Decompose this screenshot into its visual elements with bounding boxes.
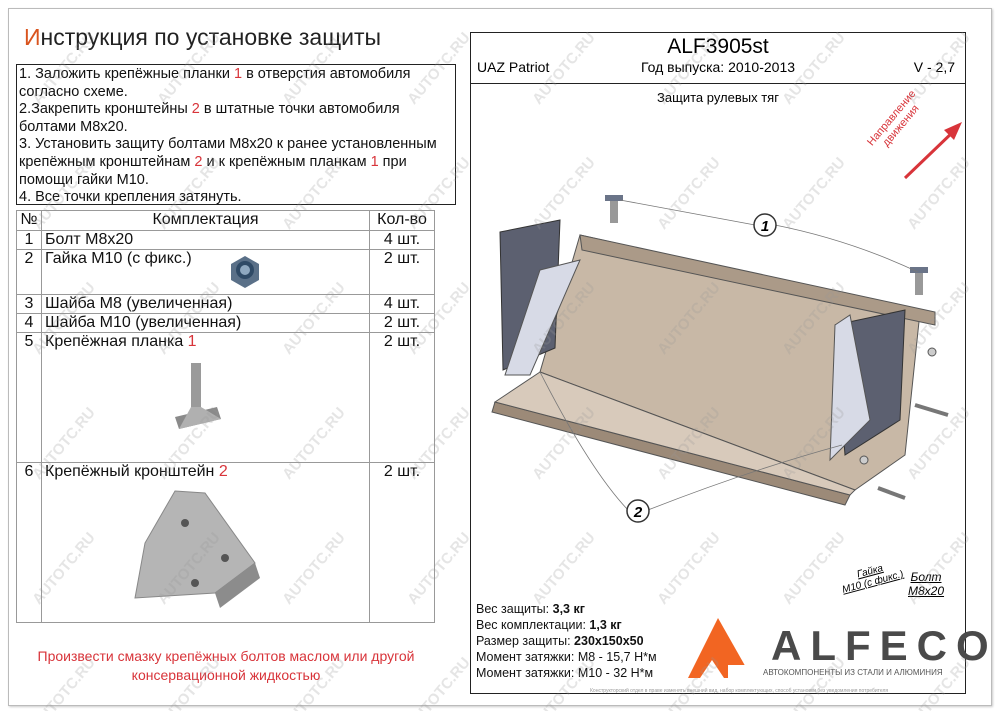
mounting-plates (605, 195, 928, 295)
step-text: при помощи гайки М10. (19, 153, 407, 188)
product-code: ALF3905st (667, 35, 769, 58)
logo-tagline: АВТОКОМПОНЕНТЫ ИЗ СТАЛИ И АЛЮМИНИЯ (763, 668, 943, 677)
row-name: Крепёжная планка (45, 333, 188, 350)
spec-kit-weight: Вес комплектации: 1,3 кг (476, 617, 657, 633)
spec-label: Вес защиты: (476, 602, 553, 616)
mounting-plate-image (175, 363, 221, 429)
spec-label: Размер защиты: (476, 634, 575, 648)
spec-value: 230х150х50 (574, 634, 644, 648)
step-text: и к крепёжным планкам (202, 153, 371, 170)
step-text: 1. Заложить крепёжные планки (19, 66, 234, 82)
ref-number: 2 (194, 153, 203, 170)
title-text: нструкция по установке защиты (40, 24, 382, 50)
row-qty: 2 шт. (369, 249, 435, 295)
bolts (859, 347, 949, 500)
row-name: Шайба М8 (увеличенная) (41, 294, 370, 314)
ref-number: 1 (187, 333, 197, 350)
row-name-cell: Гайка М10 (с фикс.) (41, 249, 370, 295)
title-initial: И (24, 24, 41, 50)
row-name: Гайка М10 (с фикс.) (45, 250, 192, 267)
bracket-image (134, 490, 260, 608)
specs-list: Вес защиты: 3,3 кг Вес комплектации: 1,3… (476, 601, 657, 681)
callout-2: 2 (626, 499, 650, 523)
row-qty: 2 шт. (369, 313, 435, 333)
spec-label: Вес комплектации: (476, 618, 590, 632)
spec-size: Размер защиты: 230х150х50 (476, 633, 657, 649)
step-text: 2.Закрепить кронштейны (19, 101, 192, 118)
spec-value: 3,3 кг (552, 602, 585, 616)
alfeco-logo: ALFECO (771, 622, 998, 669)
row-name: Крепёжный кронштейн (45, 463, 219, 480)
callout-number: 2 (633, 504, 643, 521)
callout-number: 1 (761, 218, 769, 235)
ref-number: 2 (218, 463, 228, 480)
skid-plate (491, 234, 936, 506)
col-name: Комплектация (41, 210, 370, 231)
spec-value: М8 - 15,7 Н*м (577, 650, 657, 664)
bracket-right (829, 309, 906, 462)
instruction-step: 4. Все точки крепления затянуть. (19, 189, 453, 207)
spec-value: 1,3 кг (589, 618, 622, 632)
ref-number: 1 (233, 66, 243, 82)
row-qty: 2 шт. (369, 462, 435, 623)
spec-torque-m10: Момент затяжки: М10 - 32 Н*м (476, 665, 657, 681)
fine-print: Конструкторский отдел в праве изменять в… (590, 688, 889, 694)
bracket-left (499, 219, 581, 376)
row-name-cell: Крепёжная планка 1 (41, 332, 370, 463)
page-title: Инструкция по установке защиты (24, 24, 381, 51)
callout-leaders (539, 199, 919, 511)
step-text: в штатные точки автомобиля болтами М8х20… (19, 101, 400, 135)
drawing-subtitle: Защита рулевых тяг (657, 90, 779, 105)
row-name: Шайба М10 (увеличенная) (41, 313, 370, 333)
spec-label: Момент затяжки: (476, 666, 578, 680)
instruction-step: 2.Закрепить кронштейны 2 в штатные точки… (19, 101, 453, 136)
row-name-cell: Крепёжный кронштейн 2 (41, 462, 370, 623)
callout-1: 1 (753, 213, 777, 237)
row-qty: 2 шт. (369, 332, 435, 463)
instruction-step: 1. Заложить крепёжные планки 1 в отверст… (19, 66, 453, 101)
direction-arrow (903, 122, 962, 180)
ref-number: 2 (191, 101, 200, 118)
page-frame (8, 8, 992, 706)
spec-torque-m8: Момент затяжки: М8 - 15,7 Н*м (476, 649, 657, 665)
note-text: Болт (910, 570, 942, 584)
ref-number: 1 (370, 153, 379, 170)
drawing-header: ALF3905st UAZ Patriot Год выпуска: 2010-… (471, 33, 965, 84)
alfeco-logo-mark (688, 618, 752, 678)
vehicle-model: UAZ Patriot (477, 59, 550, 75)
spec-value: М10 - 32 Н*м (577, 666, 654, 680)
engine-version: V - 2,7 (913, 59, 955, 75)
lubrication-warning: Произвести смазку крепёжных болтов масло… (37, 648, 415, 683)
instructions-box: 1. Заложить крепёжные планки 1 в отверст… (16, 64, 456, 205)
spec-weight: Вес защиты: 3,3 кг (476, 601, 657, 617)
step-text: в отверстия автомобиля согласно схеме. (19, 66, 411, 100)
step-text: 4. Все точки крепления затянуть. (19, 189, 242, 206)
note-text: М8х20 (908, 584, 945, 598)
step-text: 3. Установить защиту болтами М8х20 к ран… (19, 136, 437, 170)
model-years: Год выпуска: 2010-2013 (640, 59, 796, 75)
row-qty: 4 шт. (369, 230, 435, 250)
spec-label: Момент затяжки: (476, 650, 578, 664)
drawing-panel: ALF3905st UAZ Patriot Год выпуска: 2010-… (470, 32, 966, 694)
instruction-step: 3. Установить защиту болтами М8х20 к ран… (19, 136, 453, 189)
nut-icon (231, 256, 259, 288)
